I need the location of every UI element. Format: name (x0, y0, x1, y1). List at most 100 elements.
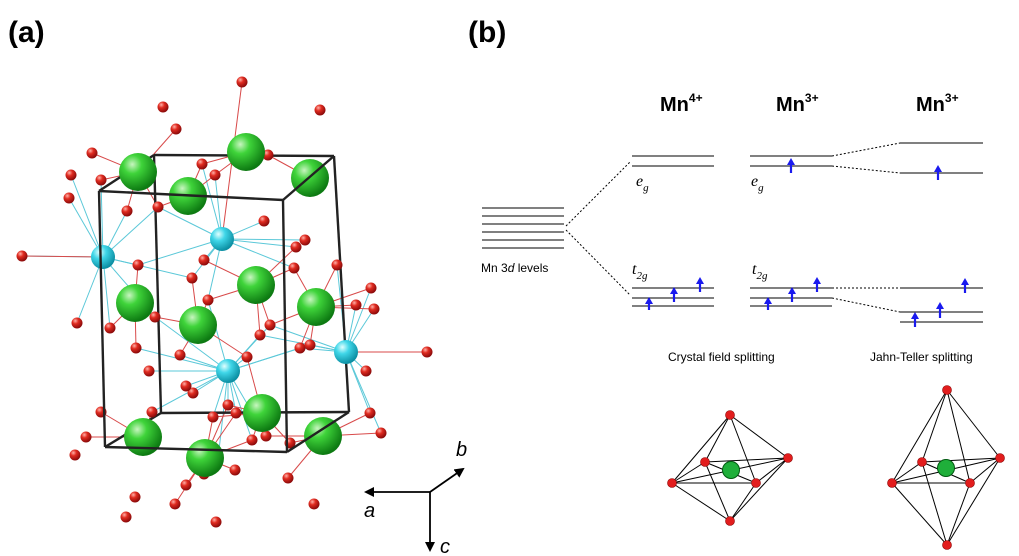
oxygen-atom (202, 294, 214, 306)
spin-arrow-head (813, 277, 821, 284)
unit-cell-edge (332, 155, 351, 413)
oxygen-atom (290, 241, 302, 253)
bond (269, 324, 347, 353)
unit-cell-edge (152, 154, 163, 414)
octahedron-edge (946, 389, 1001, 459)
spin-arrows (645, 158, 969, 327)
oxygen-atom (364, 407, 376, 419)
manganese-atom (116, 284, 154, 322)
calcium-atom (210, 227, 234, 251)
oxygen-atom (152, 201, 164, 213)
mn3d-levels-label: Mn 3d levels (481, 261, 548, 275)
oxygen-atom (375, 427, 387, 439)
atoms (16, 76, 433, 528)
bond (221, 238, 306, 241)
oxygen-atom (121, 205, 133, 217)
ligand-oxygen (667, 478, 677, 488)
oxygen-atom (180, 380, 192, 392)
octahedron-edge (891, 389, 948, 484)
oxygen-atom (260, 430, 272, 442)
c-axis-label: c (440, 536, 450, 556)
spin-arrow-head (961, 278, 969, 285)
ligand-oxygen (917, 457, 927, 467)
oxygen-atom (262, 149, 274, 161)
bond (227, 370, 253, 441)
octahedron-edge (891, 461, 923, 484)
oxygen-atom (421, 346, 433, 358)
oxygen-atom (146, 406, 158, 418)
ligand-oxygen (995, 453, 1005, 463)
level-connectors (565, 142, 901, 313)
unit-cell-edge (97, 190, 107, 448)
oxygen-atom (174, 349, 186, 361)
bond (70, 174, 104, 258)
manganese-atom (179, 306, 217, 344)
oxygen-atom (230, 407, 242, 419)
oxygen-atom (308, 498, 320, 510)
spin-arrow-head (936, 302, 944, 309)
b-axis-label: b (456, 439, 467, 461)
manganese-atom (124, 418, 162, 456)
octahedron-edge (891, 482, 948, 546)
distorted-octahedron (887, 385, 1005, 550)
b-axis-arrow (429, 467, 465, 493)
bond (201, 163, 223, 240)
t2g-label-mn4: t2g (632, 261, 648, 282)
octahedron-edge (921, 461, 948, 546)
octahedron-edge (729, 414, 757, 484)
manganese-atom (186, 439, 224, 477)
ligand-oxygen (942, 540, 952, 550)
central-mn (937, 459, 955, 477)
spin-arrow-head (934, 165, 942, 172)
eg-label-mn3: eg (751, 173, 764, 194)
bond (345, 351, 382, 434)
spin-arrow-head (911, 312, 919, 319)
octahedron-edge (921, 457, 1001, 463)
oxygen-atom (264, 319, 276, 331)
mn3d-levels (482, 207, 564, 249)
spin-arrow-head (764, 297, 772, 304)
octahedron-edge (946, 482, 971, 546)
crystal-field-label: Crystal field splitting (668, 350, 775, 364)
oxygen-atom (222, 399, 234, 411)
panel-a-label: (a) (8, 16, 45, 49)
oxygen-atom (246, 434, 258, 446)
manganese-atom (227, 133, 265, 171)
manganese-atom (304, 417, 342, 455)
oxygen-atom (196, 158, 208, 170)
octahedron-edge (729, 414, 789, 459)
oxygen-atom (241, 351, 253, 363)
ligand-oxygen (700, 457, 710, 467)
oxygen-atom (180, 479, 192, 491)
octahedron-edge (671, 482, 731, 522)
oxygen-atom (236, 76, 248, 88)
unit-cell-front (97, 155, 350, 454)
bond (221, 238, 295, 269)
octahedron-edge (704, 414, 731, 463)
oxygen-atom (170, 123, 182, 135)
oxygen-atom (16, 250, 28, 262)
axis-indicator: b a c (364, 439, 467, 556)
unit-cell-edge (286, 410, 350, 454)
calcium-atom (216, 359, 240, 383)
oxygen-atom (198, 254, 210, 266)
oxygen-atom (368, 303, 380, 315)
calcium-atom (334, 340, 358, 364)
octahedron-edge (729, 482, 757, 522)
spin-arrow-head (788, 287, 796, 294)
ligand-oxygen (725, 410, 735, 420)
oxygen-atom (207, 411, 219, 423)
ligand-oxygen (751, 478, 761, 488)
oxygen-atom (210, 516, 222, 528)
oxygen-atom (129, 491, 141, 503)
oxygen-atom (80, 431, 92, 443)
unit-cell-edge (98, 189, 284, 202)
oxygen-atom (258, 215, 270, 227)
a-axis-label: a (364, 500, 375, 522)
spin-arrow-head (670, 287, 678, 294)
mn3-cf-levels (750, 155, 832, 307)
central-mn (722, 461, 740, 479)
manganese-atom (119, 153, 157, 191)
oxygen-atom (143, 365, 155, 377)
